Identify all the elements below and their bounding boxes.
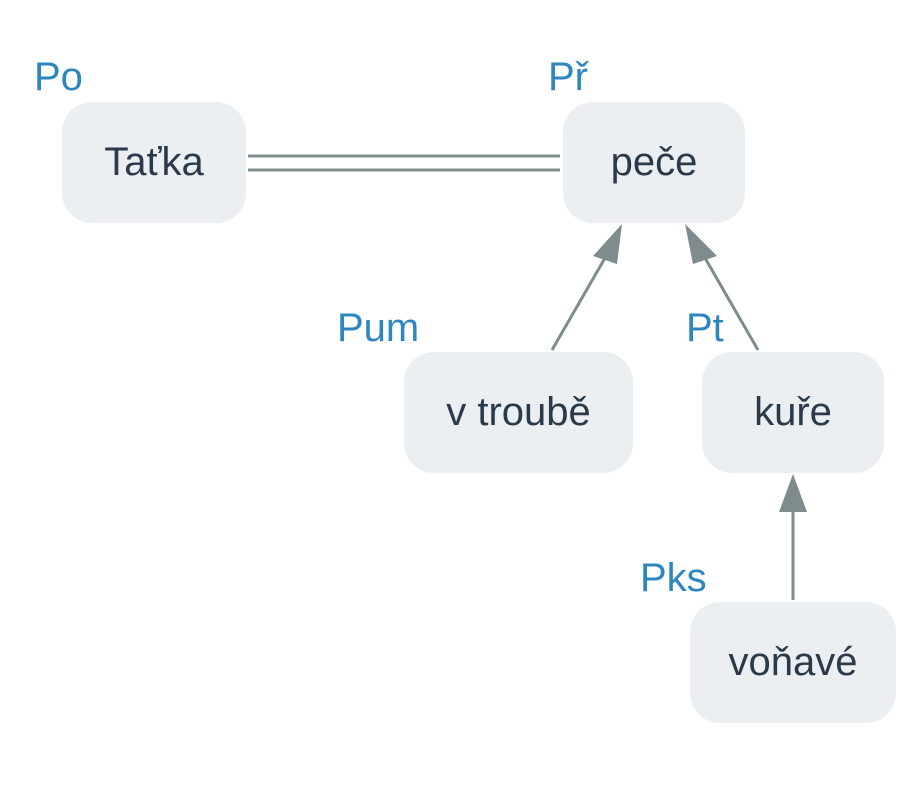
edge-tatka-pece [248,154,560,172]
edge-v-troube-pece [550,224,622,351]
arrowhead-icon [593,224,622,264]
node-v-troube: v troubě [404,352,633,473]
node-pece: peče [563,102,745,223]
edge-kure-pece [685,224,760,351]
role-label-vonave: Pks [640,556,707,600]
role-label-v-troube: Pum [337,306,420,350]
node-tatka: Taťka [62,102,246,223]
node-kure: kuře [702,352,884,473]
arrowhead-icon [685,224,717,264]
node-vonave: voňavé [690,602,896,723]
role-label-pece: Př [548,55,588,99]
role-label-tatka: Po [34,55,83,99]
edge-vonave-kure [779,474,807,600]
arrowhead-icon [779,474,807,512]
role-label-kure: Pt [686,306,724,350]
